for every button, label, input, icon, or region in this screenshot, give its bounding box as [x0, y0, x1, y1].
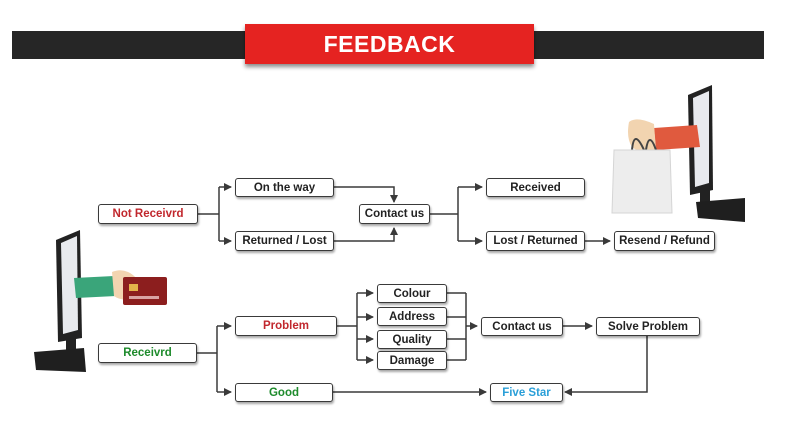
node-solve-problem: Solve Problem [596, 317, 700, 336]
page-title: FEEDBACK [245, 24, 534, 64]
node-received: Received [486, 178, 585, 197]
hand-icon [628, 119, 700, 152]
node-returned-lost: Returned / Lost [235, 231, 334, 251]
monitor-icon [34, 230, 86, 372]
node-not-received: Not Receivrd [98, 204, 198, 224]
node-contact-us-top: Contact us [359, 204, 430, 224]
monitor-icon [688, 85, 745, 222]
node-contact-us-bottom: Contact us [481, 317, 563, 336]
node-lost-returned: Lost / Returned [486, 231, 585, 251]
node-address: Address [377, 307, 447, 326]
node-good: Good [235, 383, 333, 402]
node-damage: Damage [377, 351, 447, 370]
node-colour: Colour [377, 284, 447, 303]
credit-card-icon [123, 277, 167, 305]
shopping-bag-icon [611, 138, 673, 214]
node-on-the-way: On the way [235, 178, 334, 197]
node-five-star: Five Star [490, 383, 563, 402]
node-quality: Quality [377, 330, 447, 349]
node-receivrd: Receivrd [98, 343, 197, 363]
node-resend-refund: Resend / Refund [614, 231, 715, 251]
node-problem: Problem [235, 316, 337, 336]
